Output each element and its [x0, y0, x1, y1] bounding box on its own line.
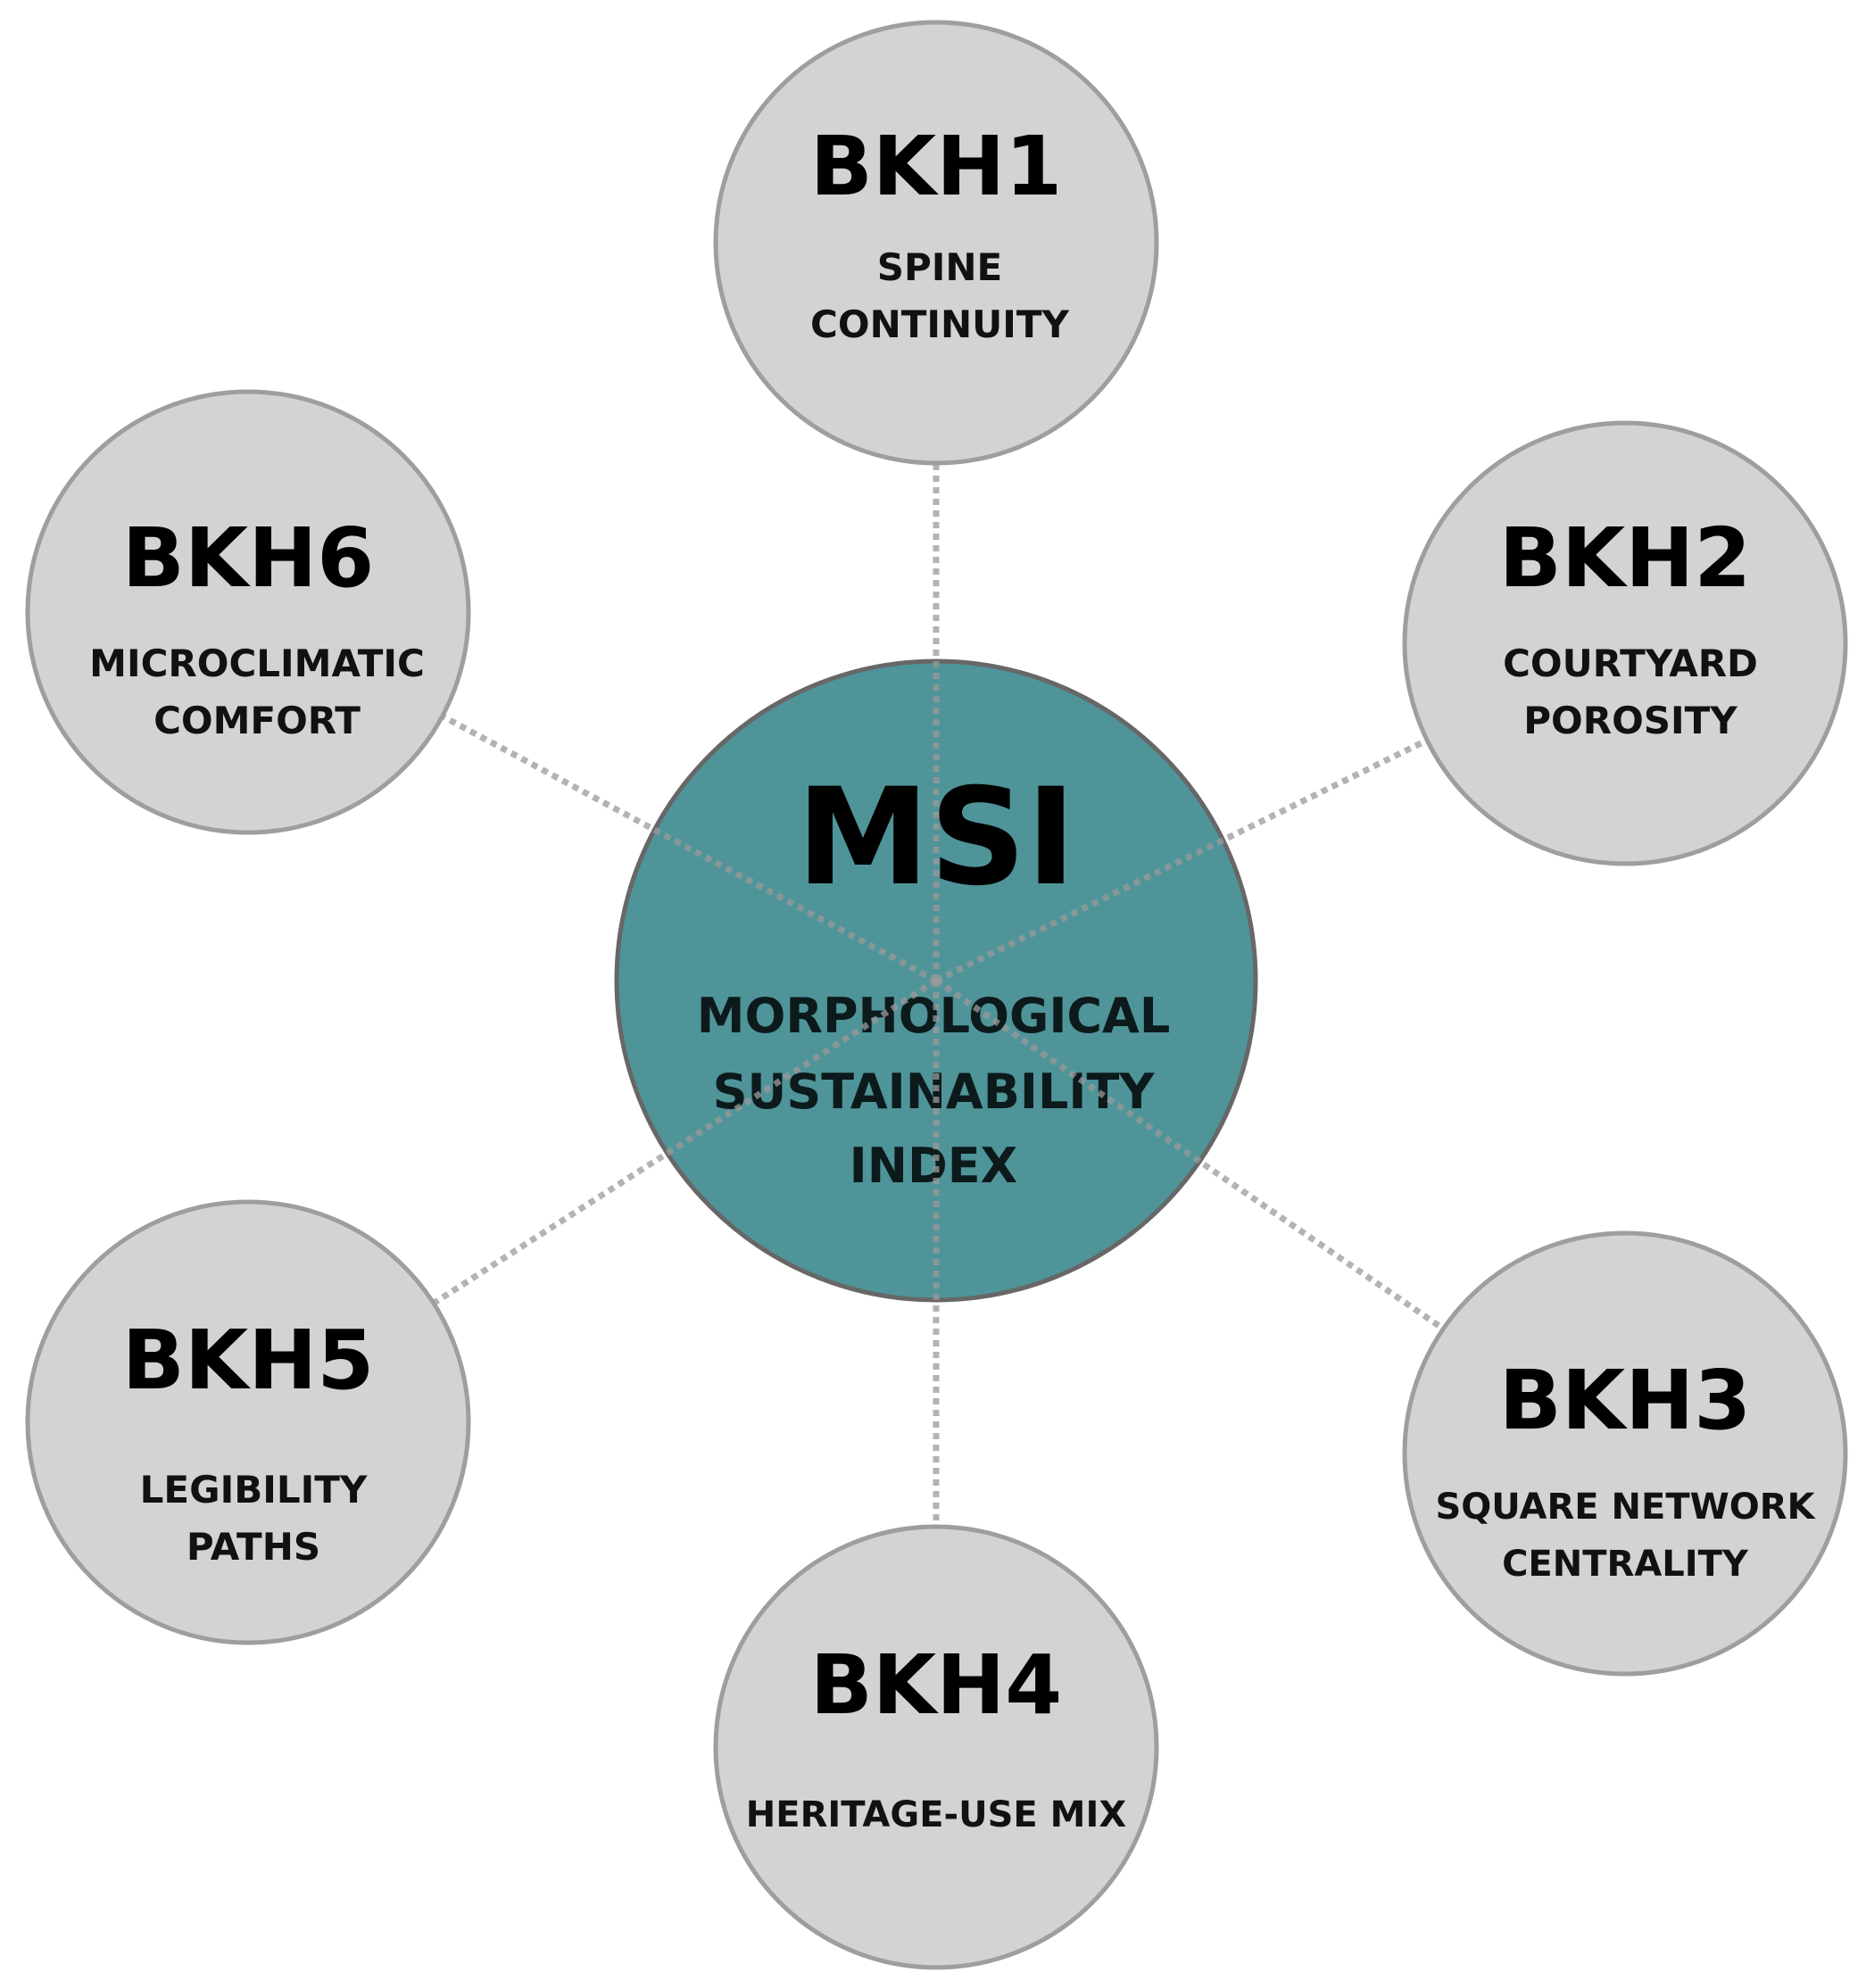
- node-label-line: HERITAGE-USE MIX: [746, 1794, 1127, 1835]
- node-code: BKH4: [810, 1637, 1062, 1733]
- node-code: BKH1: [810, 119, 1062, 214]
- node-circle: [1402, 1230, 1848, 1677]
- node-label-line: CENTRALITY: [1502, 1544, 1749, 1585]
- node-label-line: LEGIBILITY: [140, 1468, 368, 1512]
- node-label-line: COMFORT: [153, 699, 361, 742]
- connector-bkh2: [934, 737, 1429, 984]
- node-label-line: PATHS: [187, 1525, 320, 1569]
- node-code: BKH6: [122, 510, 374, 606]
- node-code: BKH2: [1499, 510, 1751, 606]
- node-label-line: SQUARE NETWORK: [1435, 1487, 1816, 1528]
- node-label-line: MICROCLIMATIC: [89, 642, 425, 685]
- node-circle: [25, 389, 471, 835]
- node-circle: [713, 1524, 1159, 1970]
- node-label-line: CONTINUITY: [810, 302, 1069, 346]
- node-code: BKH5: [122, 1313, 374, 1408]
- node-label-line: COURTYARD: [1503, 642, 1758, 685]
- connector-bkh3: [934, 978, 1446, 1332]
- node-code: BKH3: [1499, 1353, 1751, 1448]
- node-circle: [713, 20, 1159, 466]
- node-circle: [25, 1199, 471, 1645]
- connector-bkh6: [441, 713, 938, 984]
- node-label-line: SPINE: [877, 245, 1003, 289]
- node-circle: [1402, 420, 1848, 866]
- connectors: [431, 463, 1446, 1527]
- node-label-line: POROSITY: [1523, 699, 1737, 742]
